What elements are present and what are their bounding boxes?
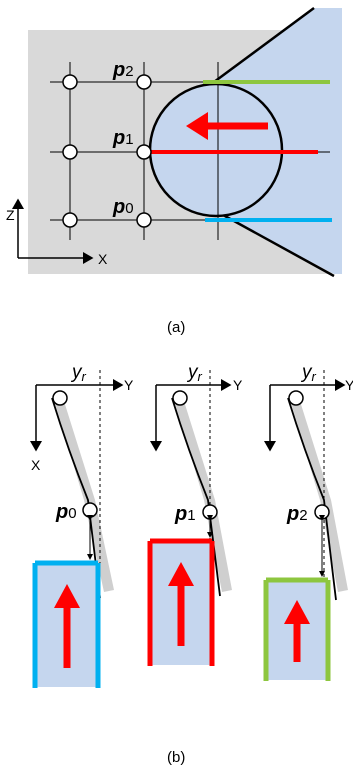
figure-a: p2 p1 p0 Z X (a) [6, 6, 342, 336]
x-axis-label-1: X [31, 457, 41, 473]
panel-p1: yr Y p1 [147, 362, 243, 666]
label-p2: p2 [112, 59, 134, 81]
caption-b: (b) [167, 749, 185, 766]
red-left-arrow-head [186, 112, 208, 140]
z-axis-label: Z [6, 207, 15, 223]
up-arrow-1 [54, 584, 80, 608]
label-p0: p0 [112, 196, 134, 218]
x-axis-label: X [98, 251, 108, 267]
up-arrow-2 [168, 562, 194, 586]
yr-label-3: yr [300, 362, 317, 384]
figure-b: yr Y X p0 yr Y p1 [30, 362, 353, 766]
cone-upper-edge [213, 6, 315, 84]
label-p1: p1 [112, 127, 134, 149]
label-b-p2: p2 [286, 503, 308, 525]
y-axis-label-2: Y [233, 377, 243, 393]
y-axis-label-3: Y [345, 377, 353, 393]
label-b-p0: p0 [55, 501, 77, 523]
label-b-p1: p1 [174, 503, 196, 525]
up-arrow-3 [284, 600, 310, 624]
panel-p2: yr Y p2 [263, 362, 353, 681]
yr-label-1: yr [70, 362, 87, 384]
grid-nodes [62, 74, 152, 228]
panel-p0: yr Y X p0 [30, 362, 134, 688]
caption-a: (a) [167, 319, 185, 336]
yr-label-2: yr [186, 362, 203, 384]
y-axis-label-1: Y [124, 377, 134, 393]
